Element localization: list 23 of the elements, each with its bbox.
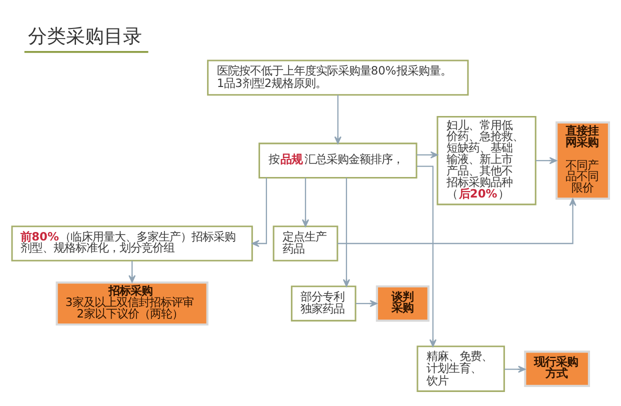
node-box: 直接挂网采购 不同产品不同限价: [556, 121, 610, 200]
arrow: [334, 94, 342, 144]
arrow: [128, 260, 136, 283]
node-box: 谈判采购: [376, 285, 430, 322]
arrow: [416, 166, 437, 347]
node-box: 精麻、免费、计划生育、饮片: [416, 346, 505, 392]
node-box: 招标采购 3家及以上双信封招标评审 2家以下议价（两轮）: [56, 282, 208, 326]
node-box: 前80%（临床用量大、多家生产）招标采购剂型、规格标准化，划分竞价组: [11, 226, 253, 262]
node-box: 按品规汇总采购金额排序，: [258, 142, 418, 179]
arrow: [342, 178, 350, 287]
node-box: 现行采购方式: [524, 350, 590, 387]
arrow: [416, 151, 438, 158]
node-box: 定点生产药品: [272, 226, 338, 262]
node-box: 医院按不低于上年度实际采购量80%报采购量。1品3剂型2规格原则。: [207, 60, 469, 96]
arrow: [504, 366, 526, 373]
diagram-title: 分类采购目录: [28, 25, 142, 48]
node-box: 部分专利独家药品: [290, 286, 356, 322]
arrow: [536, 157, 557, 164]
arrow: [337, 198, 576, 244]
arrow: [302, 178, 310, 227]
arrow: [356, 300, 378, 308]
node-box: 妇儿、常用低价药、急抢救、短缺药、基础输液、新上市产品、其他不招标采购品种 （后20%）: [436, 116, 536, 206]
arrow: [252, 178, 267, 248]
